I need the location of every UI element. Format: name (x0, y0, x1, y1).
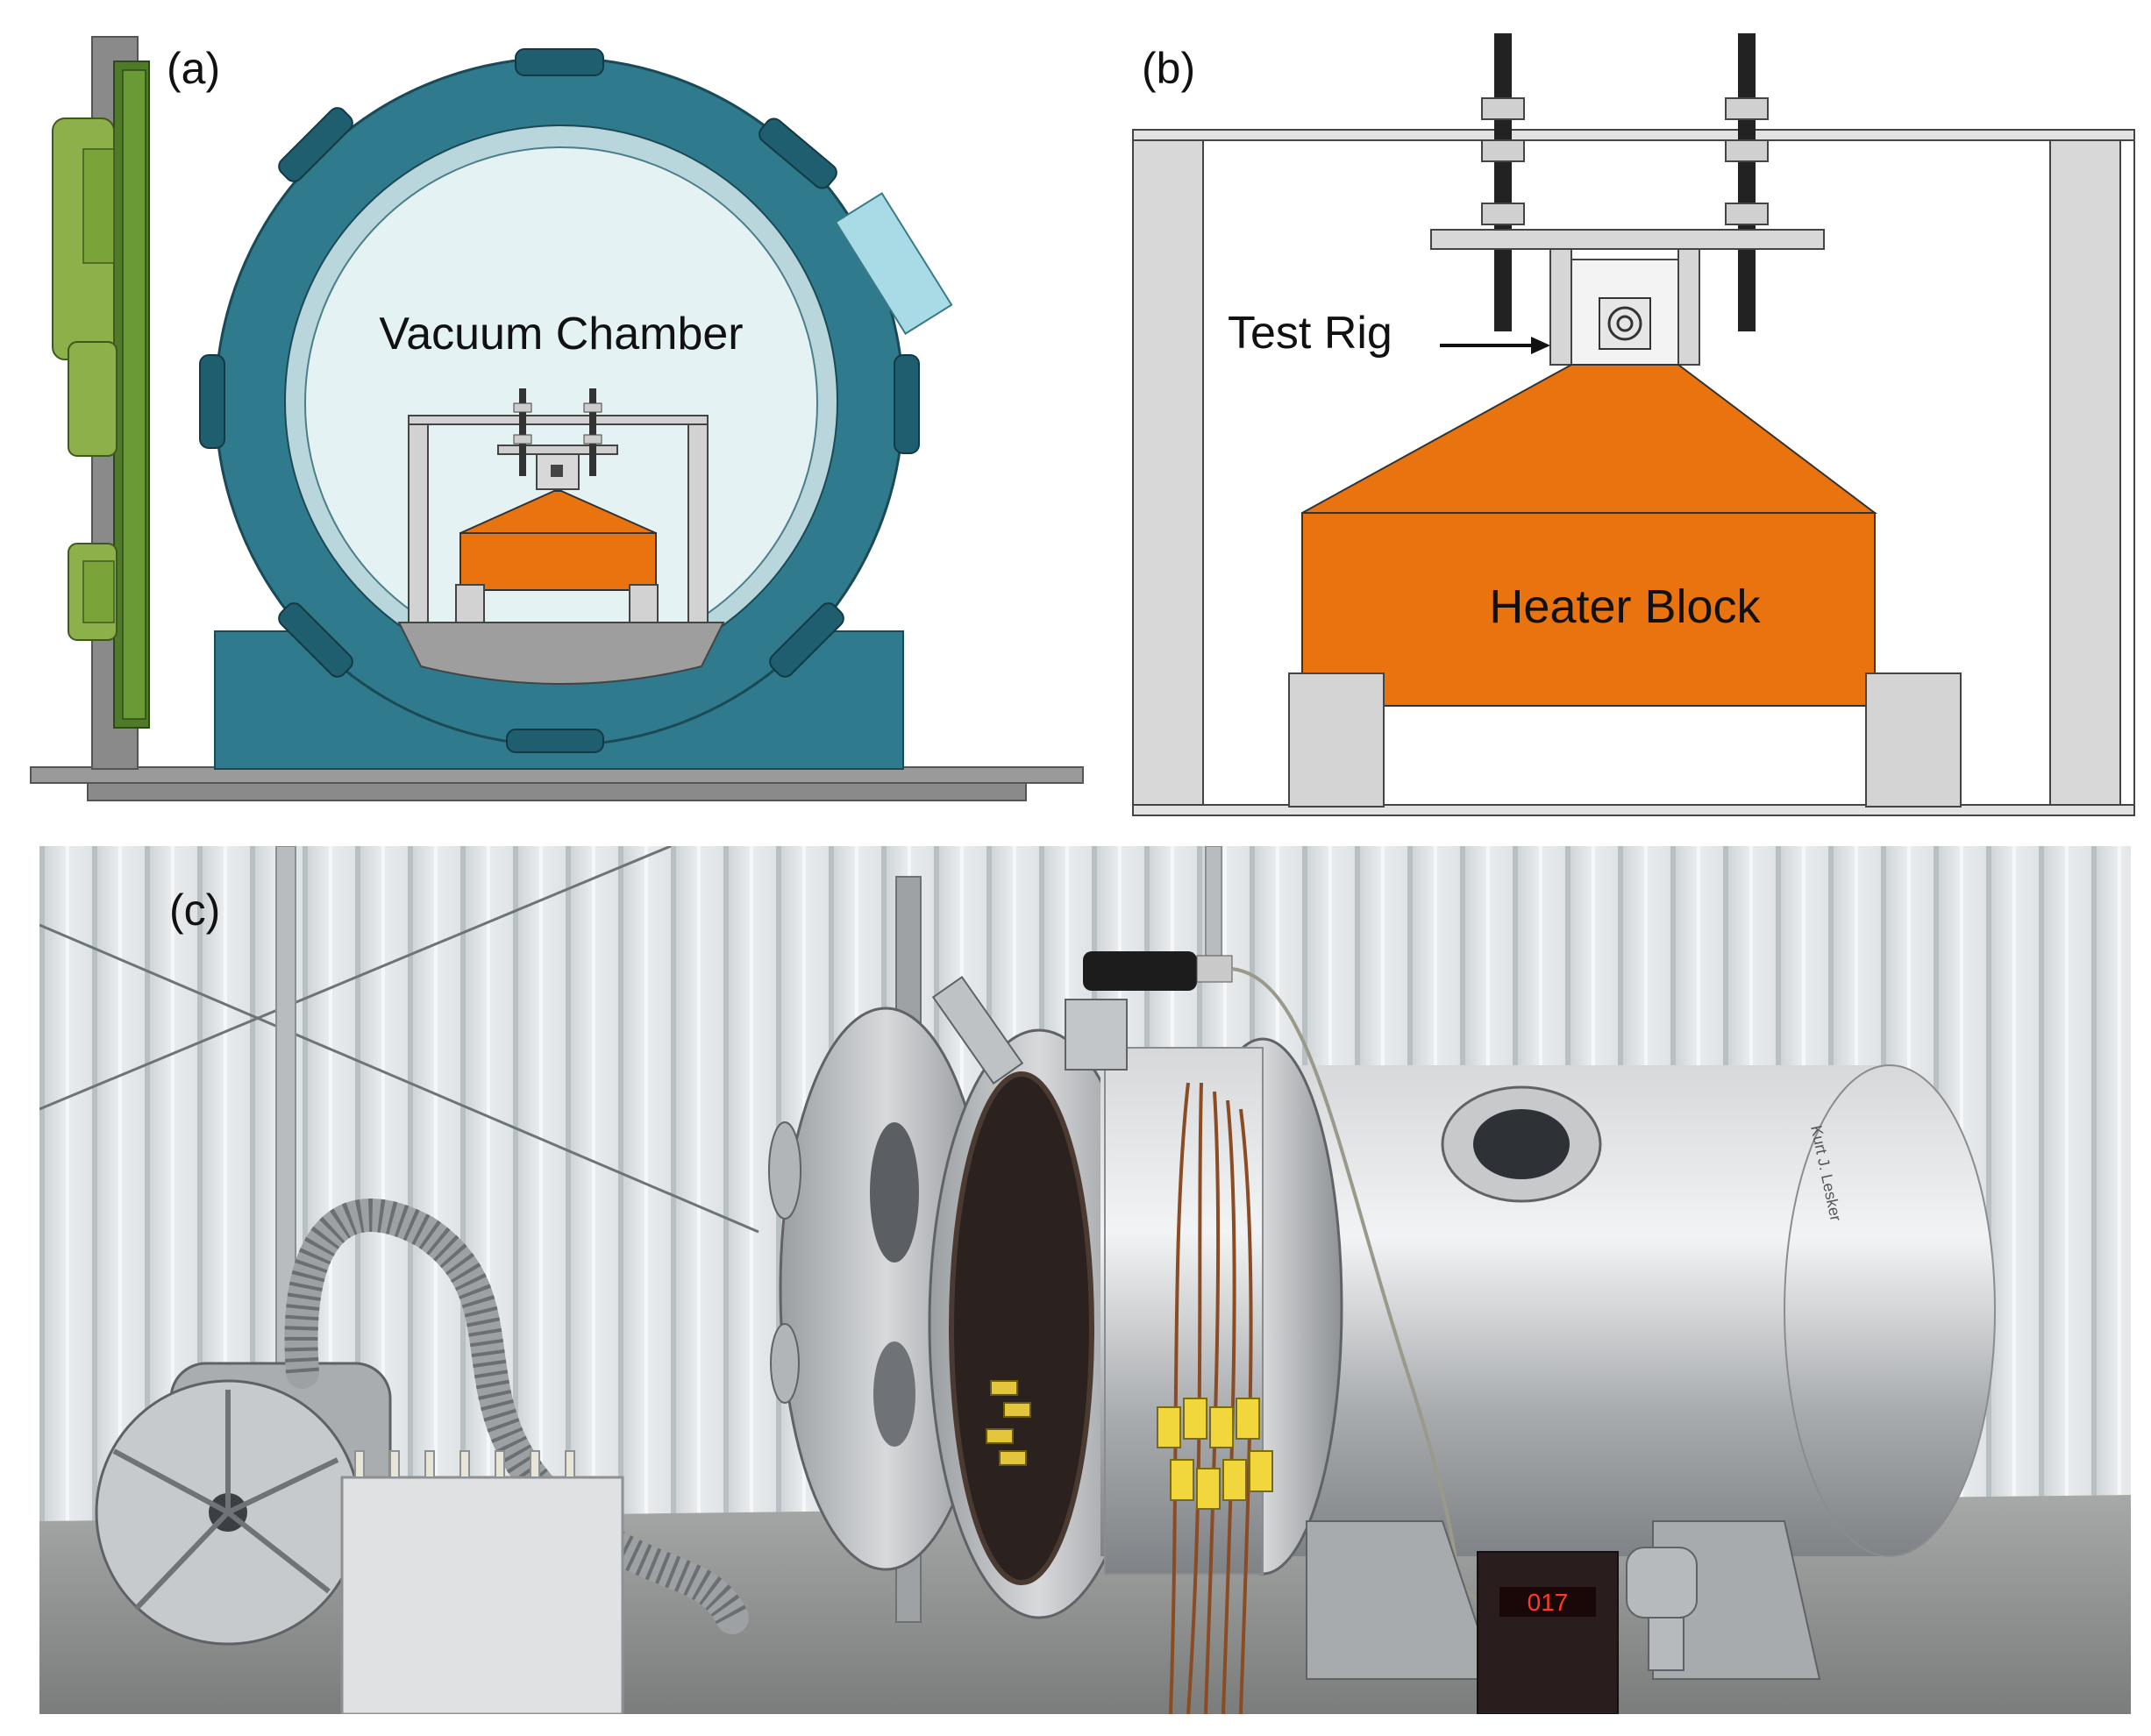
frame-left-post (1132, 139, 1204, 806)
test-rig-port-ring (1607, 306, 1642, 341)
internal-connectors (986, 1380, 1031, 1466)
test-rig-port-core (1616, 315, 1634, 332)
flange-right (894, 354, 920, 454)
nut-right-3 (1725, 203, 1769, 225)
door-nozzle-1 (768, 1121, 801, 1220)
frame-right-post (2049, 139, 2121, 806)
electrical-conduit-stub (1648, 1617, 1684, 1671)
controller-display: 017 (1528, 1589, 1569, 1616)
panel-a-cad-front-view: Vacuum Chamber (a) (0, 0, 1087, 807)
thermocouple-bundle (1169, 1082, 1253, 1715)
mini-frame-top-beam (408, 415, 709, 425)
rod-nuts (1481, 97, 1769, 225)
flange-bottom (506, 729, 604, 753)
door-nozzle-2 (770, 1323, 800, 1404)
heater-taper (1301, 364, 1877, 514)
flange-upper-left (278, 107, 353, 182)
gauge-connector (1196, 955, 1233, 983)
temperature-controller (1477, 1551, 1619, 1715)
side-viewport (834, 192, 953, 335)
test-rig-port (1599, 297, 1651, 350)
frame-top-beam (1132, 129, 2135, 141)
flex-hose-ridges (284, 1199, 747, 1626)
flange-top (515, 48, 604, 76)
mini-frame-left-post (408, 418, 429, 623)
panel-a-tag: (a) (167, 44, 220, 93)
threaded-rod-left (1494, 33, 1512, 331)
heater-block-label: Heater Block (1489, 580, 1761, 633)
panel-c-photo: Kurt J. Lesker 017 (c) (39, 844, 2131, 1716)
top-port-1 (1065, 999, 1128, 1071)
nut-right-2 (1725, 139, 1769, 162)
flange-lower-left (278, 602, 353, 678)
wall-conduit-2 (1205, 845, 1222, 970)
threaded-rod-right (1738, 33, 1756, 331)
panel-c-photo-drawing: Kurt J. Lesker 017 (c) (39, 844, 2131, 1716)
vacuum-pump (95, 1362, 392, 1646)
mini-heater-foot-left (455, 584, 485, 623)
nut-left-1 (1481, 97, 1525, 120)
base-plate-bottom (87, 782, 1027, 801)
side-panel-light (122, 69, 146, 720)
controller-display-bg (1499, 1587, 1596, 1617)
chamber-end-cap (1784, 1064, 1996, 1557)
wall-brace-1 (39, 923, 759, 1234)
nut-left-2 (1481, 139, 1525, 162)
mini-heater-block (459, 532, 657, 591)
vacuum-gauge (1083, 951, 1197, 991)
electrical-fitting (1626, 1547, 1698, 1619)
mini-heater-foot-right (629, 584, 659, 623)
viewport-glass (1473, 1109, 1570, 1179)
test-rig-label: Test Rig (1228, 308, 1392, 359)
mini-nut-right-2 (583, 434, 602, 445)
heater-foot-right (1865, 672, 1962, 808)
nut-left-3 (1481, 203, 1525, 225)
nut-right-1 (1725, 97, 1769, 120)
test-rig-arrow-head (1531, 337, 1550, 354)
heater-block (1301, 512, 1876, 707)
mini-rod-right (589, 388, 596, 476)
test-rig-left-wall (1549, 248, 1572, 366)
mini-rod-left (519, 388, 526, 476)
panel-b-drawing: Test Rig Heater Block (b) (1132, 33, 2135, 816)
clamp-plate (1430, 229, 1825, 250)
thermocouple-connectors (1157, 1398, 1273, 1510)
heater-foot-left (1288, 672, 1385, 808)
side-bracket-tab-2 (82, 560, 115, 623)
frame-base (1132, 804, 2135, 816)
mini-nut-right-1 (583, 402, 602, 413)
mini-test-rig-port (551, 465, 563, 477)
side-bracket-2 (68, 341, 118, 457)
junction-box (340, 1476, 624, 1716)
door-port-2 (873, 1341, 915, 1447)
vacuum-chamber-label: Vacuum Chamber (379, 309, 743, 359)
chamber-opening (949, 1071, 1094, 1585)
panel-c-tag: (c) (169, 886, 220, 935)
wall-brace-2 (39, 844, 672, 1111)
door-port (870, 1122, 919, 1263)
mini-clamp-plate (497, 445, 618, 455)
panel-b-cad-test-rig-detail: Test Rig Heater Block (b) (1122, 0, 2151, 824)
flange-upper-right (759, 117, 837, 189)
test-rig-right-wall (1677, 248, 1700, 366)
side-bracket-tab-1 (82, 148, 115, 264)
flange-lower-right (769, 602, 844, 678)
mini-nut-left-1 (513, 402, 532, 413)
mini-frame-right-post (687, 418, 709, 623)
panel-b-tag: (b) (1142, 44, 1195, 93)
mini-nut-left-2 (513, 434, 532, 445)
flange-left (199, 354, 225, 449)
chamber-floor (397, 622, 725, 685)
top-port-2 (931, 975, 1024, 1085)
panel-a-drawing: Vacuum Chamber (a) (30, 36, 1084, 801)
